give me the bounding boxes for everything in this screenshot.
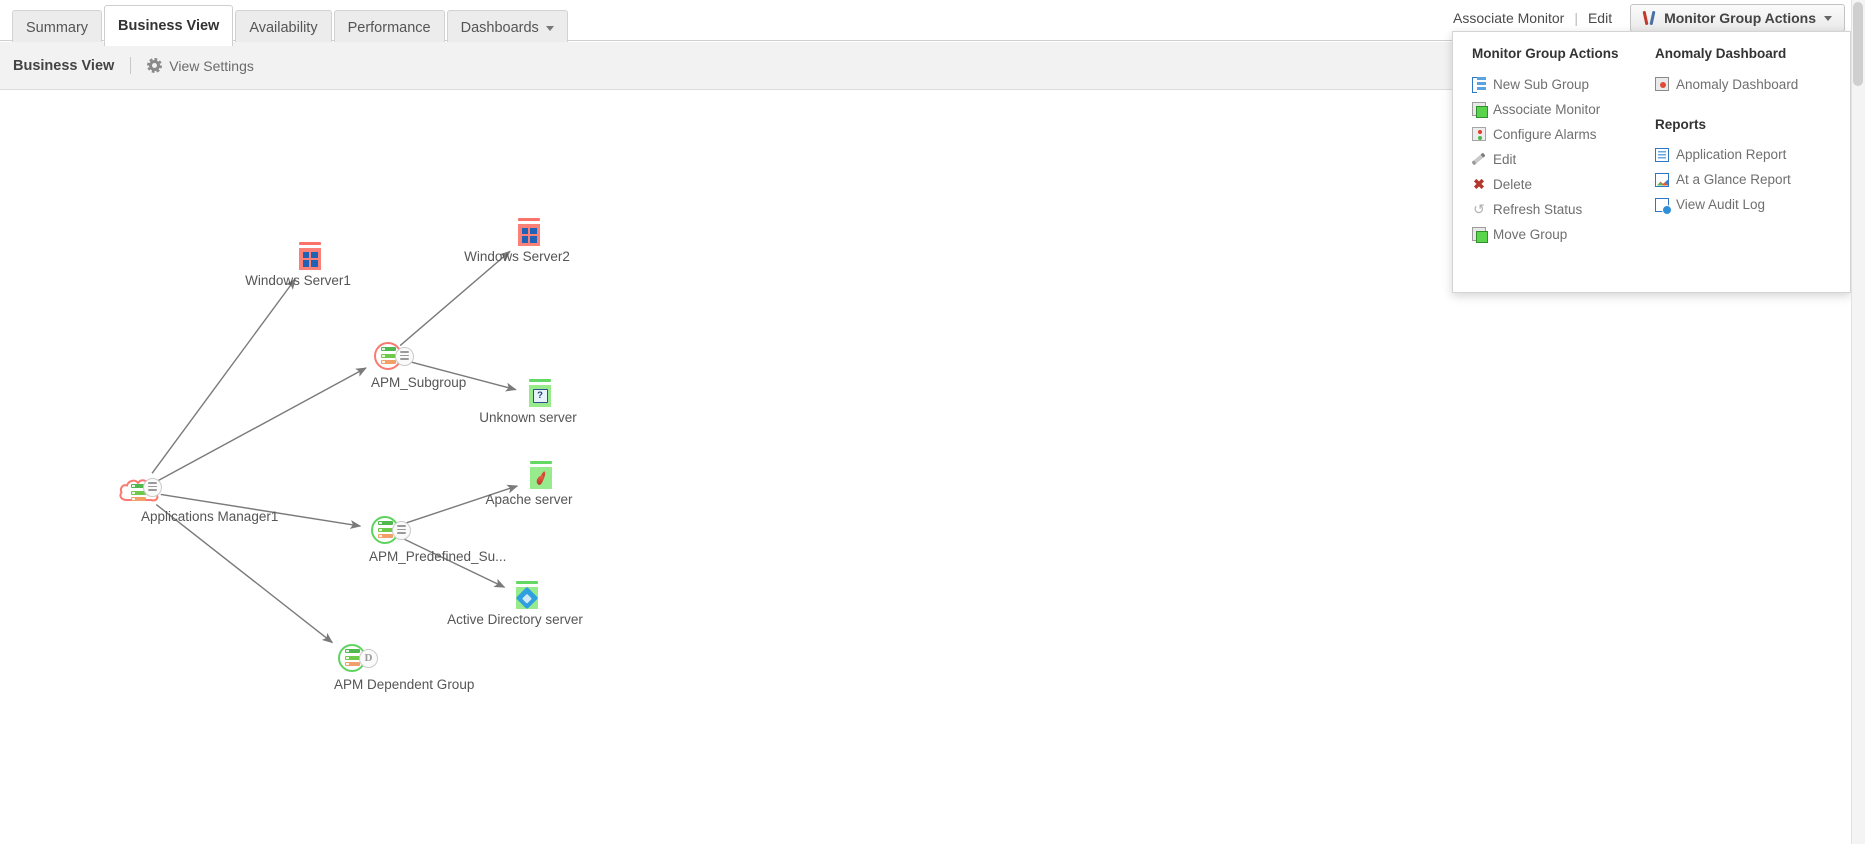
associate-monitor-link[interactable]: Associate Monitor: [1453, 10, 1565, 26]
dropdown-column-actions: Monitor Group Actions New Sub Group Asso…: [1453, 32, 1649, 292]
chevron-down-icon: [1824, 15, 1832, 21]
menu-item-at-a-glance-report[interactable]: At a Glance Report: [1655, 167, 1849, 192]
menu-item-move-group[interactable]: Move Group: [1472, 222, 1649, 247]
node-label-active-directory-server: Active Directory server: [447, 612, 583, 627]
audit-icon: [1655, 197, 1672, 215]
menu-item-delete[interactable]: ✖ Delete: [1472, 172, 1649, 197]
tab-business-view[interactable]: Business View: [104, 5, 234, 46]
action-separator: |: [1574, 10, 1578, 26]
menu-item-view-audit-log-label: View Audit Log: [1676, 197, 1766, 212]
gear-icon: [147, 58, 163, 73]
menu-item-edit[interactable]: Edit: [1472, 147, 1649, 172]
menu-item-anomaly-dashboard-label: Anomaly Dashboard: [1676, 76, 1799, 92]
node-label-applications-manager1: Applications Manager1: [141, 509, 279, 524]
menu-item-new-sub-group-label: New Sub Group: [1493, 76, 1590, 92]
node-dependent-badge[interactable]: D: [359, 649, 378, 668]
tab-availability-label: Availability: [249, 20, 318, 37]
pencil-icon: [1472, 152, 1486, 166]
edge-layer: [151, 250, 519, 644]
tab-bar: Summary Business View Availability Perfo…: [0, 0, 1865, 46]
menu-item-at-a-glance-report-label: At a Glance Report: [1676, 172, 1791, 187]
menu-item-application-report-label: Application Report: [1676, 147, 1787, 162]
dropdown-column-reports: Anomaly Dashboard Anomaly Dashboard Repo…: [1649, 32, 1849, 292]
status-bar-ok: [516, 581, 538, 584]
toolbar-divider: [130, 57, 132, 74]
anomaly-icon: [1655, 77, 1669, 91]
menu-item-associate-monitor[interactable]: Associate Monitor: [1472, 97, 1649, 122]
node-menu-badge[interactable]: [392, 521, 411, 540]
menu-item-delete-label: Delete: [1493, 176, 1533, 192]
node-label-windows-server2: Windows Server2: [464, 249, 570, 264]
node-label-apache-server: Apache server: [485, 492, 573, 507]
node-label-apm-subgroup: APM_Subgroup: [371, 375, 467, 390]
view-settings-button[interactable]: View Settings: [147, 58, 254, 74]
node-label-windows-server1: Windows Server1: [245, 273, 351, 288]
view-settings-label: View Settings: [169, 57, 254, 74]
node-menu-badge[interactable]: [395, 347, 414, 366]
tab-business-view-label: Business View: [118, 17, 220, 34]
dropdown-heading-reports: Reports: [1655, 116, 1707, 132]
hamburger-icon: [400, 351, 409, 361]
menu-item-view-audit-log[interactable]: View Audit Log: [1655, 192, 1849, 217]
scrollbar-thumb[interactable]: [1853, 2, 1863, 86]
tab-list: Summary Business View Availability Perfo…: [12, 5, 568, 46]
menu-item-refresh-status[interactable]: ↺ Refresh Status: [1472, 197, 1649, 222]
menu-item-configure-alarms[interactable]: Configure Alarms: [1472, 122, 1649, 147]
menu-item-move-group-label: Move Group: [1493, 226, 1568, 242]
menu-item-configure-alarms-label: Configure Alarms: [1493, 126, 1597, 142]
menu-item-anomaly-dashboard[interactable]: Anomaly Dashboard: [1655, 72, 1849, 97]
menu-item-edit-label: Edit: [1493, 151, 1517, 167]
tab-availability[interactable]: Availability: [235, 10, 332, 46]
tab-performance[interactable]: Performance: [333, 10, 445, 46]
status-bar-critical: [518, 218, 540, 221]
menu-item-refresh-status-label: Refresh Status: [1493, 201, 1583, 217]
glance-icon: [1655, 172, 1669, 187]
tab-summary-label: Summary: [26, 20, 89, 37]
status-bar-ok: [529, 379, 551, 382]
hamburger-icon: [148, 482, 157, 492]
server-stack-icon: [381, 347, 396, 366]
dropdown-heading-actions: Monitor Group Actions: [1472, 46, 1619, 61]
apache-monitor-icon: [530, 467, 552, 489]
tab-dashboards-label: Dashboards: [460, 20, 539, 37]
windows-monitor-icon: [299, 248, 321, 270]
delete-icon: ✖: [1473, 176, 1485, 192]
server-stack-icon: [345, 649, 360, 668]
monitor-group-actions-label: Monitor Group Actions: [1664, 10, 1816, 26]
page-title: Business View: [13, 57, 115, 74]
menu-item-associate-monitor-label: Associate Monitor: [1493, 101, 1601, 117]
tools-icon: [1643, 11, 1658, 25]
alarm-icon: [1472, 127, 1486, 141]
node-label-unknown-server: Unknown server: [479, 410, 577, 425]
hamburger-icon: [397, 525, 406, 535]
refresh-icon: ↺: [1473, 201, 1485, 217]
tab-performance-label: Performance: [347, 20, 431, 37]
tab-summary[interactable]: Summary: [12, 10, 103, 46]
move-icon: [1472, 227, 1488, 243]
dependent-letter-icon: D: [364, 652, 373, 664]
windows-monitor-icon: [518, 224, 540, 246]
top-right-actions: Associate Monitor | Edit Monitor Group A…: [1443, 4, 1845, 32]
report-icon: [1655, 147, 1669, 162]
status-bar-critical: [299, 242, 321, 245]
node-menu-badge[interactable]: [143, 478, 162, 497]
status-bar-ok: [530, 461, 552, 464]
server-stack-icon: [378, 521, 393, 540]
associate-icon: [1472, 102, 1488, 118]
unknown-monitor-icon: ?: [529, 385, 551, 407]
monitor-group-actions-button[interactable]: Monitor Group Actions: [1630, 4, 1845, 32]
edit-link[interactable]: Edit: [1587, 10, 1613, 26]
menu-item-application-report[interactable]: Application Report: [1655, 142, 1849, 167]
server-stack-icon: [131, 484, 146, 503]
node-label-apm-predefined-subgroup: APM_Predefined_Su...: [369, 549, 507, 564]
monitor-group-actions-dropdown[interactable]: Monitor Group Actions New Sub Group Asso…: [1452, 31, 1851, 293]
tab-dashboards[interactable]: Dashboards: [446, 10, 568, 46]
page-scrollbar[interactable]: [1851, 0, 1865, 844]
chevron-down-icon: [545, 26, 554, 31]
tree-icon: [1472, 77, 1486, 93]
active-directory-monitor-icon: [515, 586, 539, 610]
dropdown-heading-anomaly: Anomaly Dashboard: [1655, 46, 1787, 61]
menu-item-new-sub-group[interactable]: New Sub Group: [1472, 72, 1649, 97]
node-label-apm-dependent-group: APM Dependent Group: [334, 677, 475, 692]
